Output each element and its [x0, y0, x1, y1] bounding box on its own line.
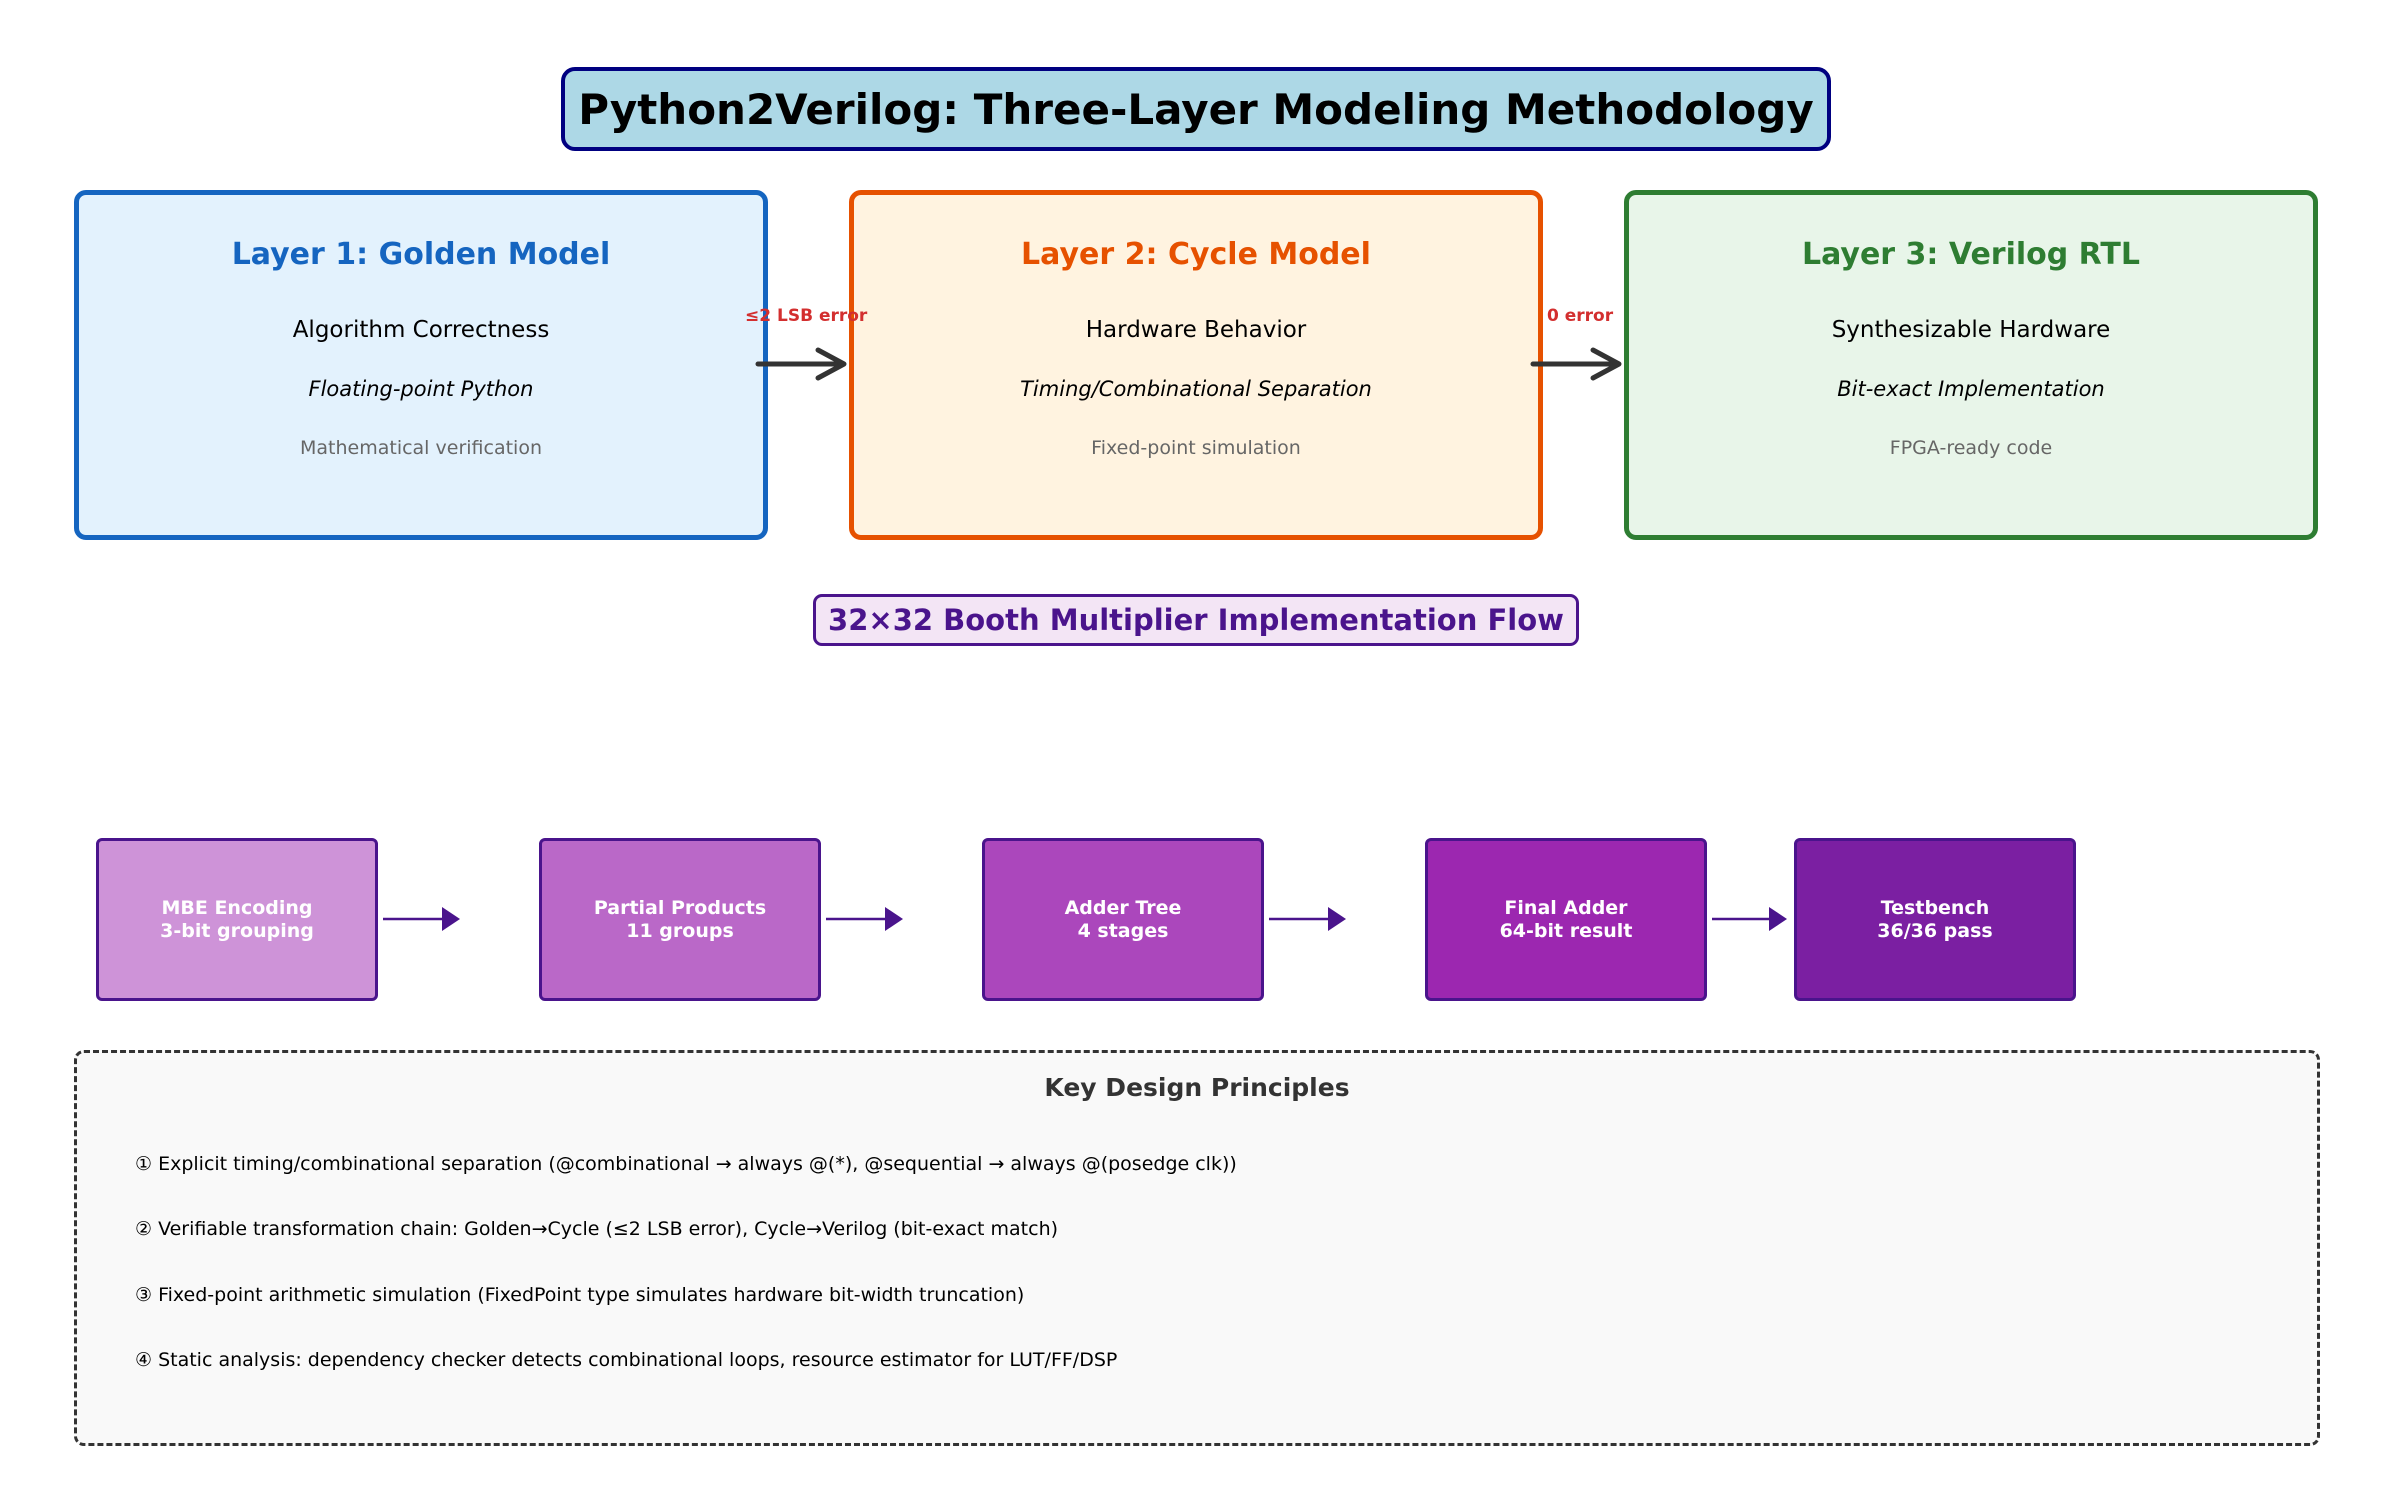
layer-3-title: Layer 3: Verilog RTL — [1801, 237, 2141, 272]
layer-2-purpose: Hardware Behavior — [1085, 317, 1307, 343]
layer-2-title: Layer 2: Cycle Model — [1021, 237, 1371, 272]
principle-2: ② Verifiable transformation chain: Golde… — [135, 1218, 1059, 1240]
principle-1: ① Explicit timing/combinational separati… — [135, 1153, 1237, 1175]
flow-step-final-adder: Final Adder 64-bit result — [1425, 838, 1707, 1001]
flow-step-3-detail: 4 stages — [1077, 919, 1169, 942]
principle-4: ④ Static analysis: dependency checker de… — [135, 1349, 1118, 1371]
flow-arrow-3 — [1269, 907, 1346, 931]
layer-3-purpose: Synthesizable Hardware — [1831, 317, 2111, 343]
principle-3: ③ Fixed-point arithmetic simulation (Fix… — [135, 1284, 1025, 1306]
flow-step-2-name: Partial Products — [593, 896, 767, 919]
layer-2-box: Layer 2: Cycle Model Hardware Behavior T… — [849, 190, 1543, 540]
layer-3-box: Layer 3: Verilog RTL Synthesizable Hardw… — [1624, 190, 2318, 540]
layer-1-purpose: Algorithm Correctness — [292, 317, 550, 343]
flow-step-1-detail: 3-bit grouping — [160, 919, 314, 942]
layer1-to-layer2-arrow — [755, 347, 847, 381]
layer-2-note: Fixed-point simulation — [1091, 437, 1301, 459]
transition-1-error-label: ≤2 LSB error — [745, 306, 868, 326]
layer-1-title: Layer 1: Golden Model — [231, 237, 611, 272]
layer-1-box: Layer 1: Golden Model Algorithm Correctn… — [74, 190, 768, 540]
flow-step-4-detail: 64-bit result — [1499, 919, 1633, 942]
key-principles-panel: Key Design Principles ① Explicit timing/… — [74, 1050, 2320, 1446]
transition-2-error-label: 0 error — [1547, 306, 1614, 326]
flow-arrow-1 — [383, 907, 460, 931]
flow-step-3-name: Adder Tree — [1064, 896, 1182, 919]
flow-step-4-name: Final Adder — [1504, 896, 1628, 919]
flow-step-mbe-encoding: MBE Encoding 3-bit grouping — [96, 838, 378, 1001]
flow-step-adder-tree: Adder Tree 4 stages — [982, 838, 1264, 1001]
flow-step-testbench: Testbench 36/36 pass — [1794, 838, 2076, 1001]
flow-step-5-detail: 36/36 pass — [1877, 919, 1993, 942]
key-principles-title: Key Design Principles — [1044, 1073, 1350, 1102]
layer-1-note: Mathematical verification — [300, 437, 542, 459]
flow-step-2-detail: 11 groups — [626, 919, 734, 942]
diagram-title: Python2Verilog: Three-Layer Modeling Met… — [561, 67, 1831, 151]
flow-title: 32×32 Booth Multiplier Implementation Fl… — [813, 594, 1579, 646]
layer2-to-layer3-arrow — [1530, 347, 1622, 381]
layer-3-technique: Bit-exact Implementation — [1837, 377, 2105, 401]
flow-step-1-name: MBE Encoding — [161, 896, 313, 919]
layer-3-note: FPGA-ready code — [1889, 437, 2053, 459]
flow-arrow-2 — [826, 907, 903, 931]
flow-step-5-name: Testbench — [1880, 896, 1990, 919]
flow-step-partial-products: Partial Products 11 groups — [539, 838, 821, 1001]
layer-1-technique: Floating-point Python — [308, 377, 534, 401]
flow-arrow-4 — [1712, 907, 1787, 931]
layer-2-technique: Timing/Combinational Separation — [1020, 377, 1372, 401]
